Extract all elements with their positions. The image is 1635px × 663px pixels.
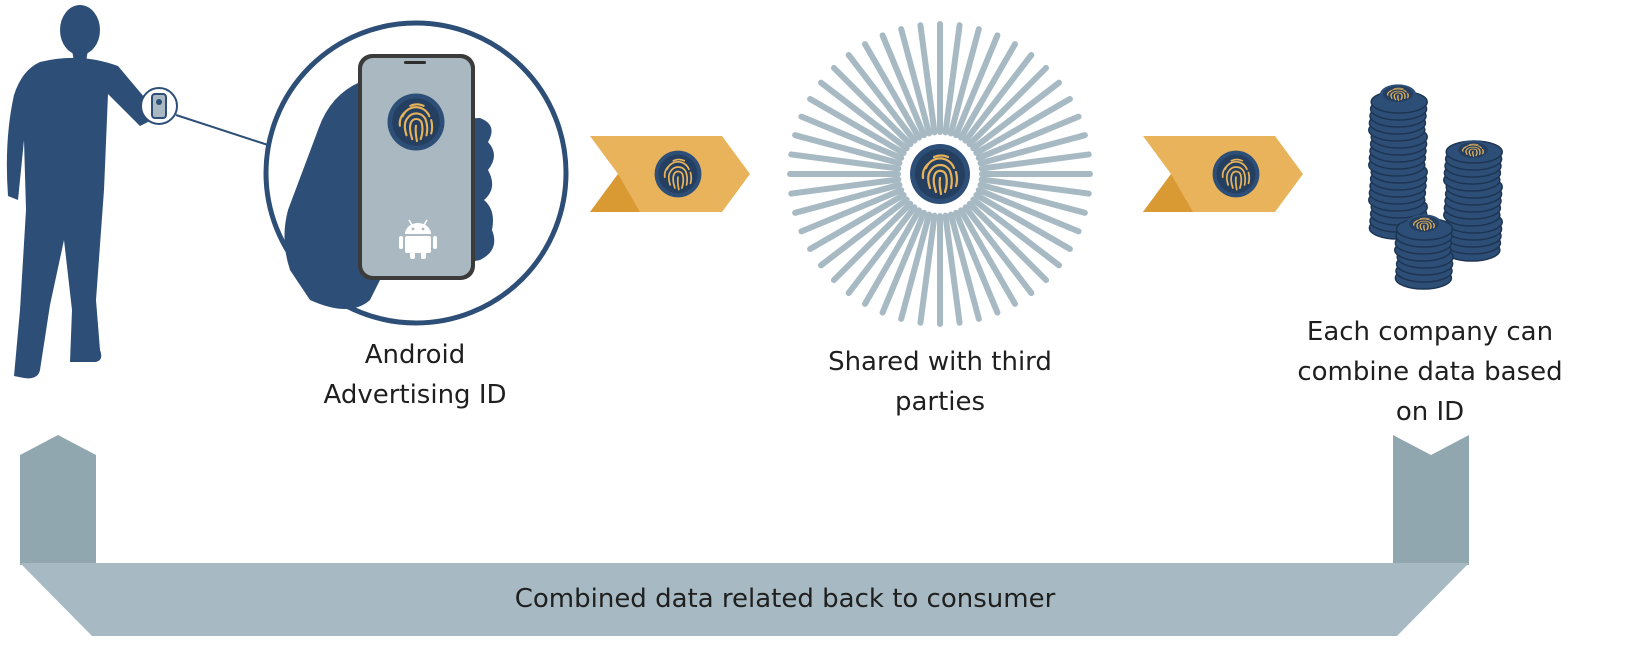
chevron-arrow-icon (590, 136, 750, 212)
burst-ray (973, 96, 1073, 156)
burst-ray (953, 209, 1001, 316)
coin-stack (1394, 213, 1454, 290)
burst-ray (807, 96, 907, 156)
combine-caption: Each company can combine data based on I… (1297, 317, 1563, 427)
burst-ray (792, 181, 903, 216)
burst-ray (953, 32, 1001, 139)
burst-ray (898, 211, 933, 322)
burst-ray (970, 196, 1063, 269)
burst-ray (862, 207, 922, 307)
burst-ray (817, 196, 910, 269)
burst-ray (798, 187, 905, 235)
fingerprint-icon (386, 92, 446, 152)
fingerprint-icon (653, 149, 703, 199)
burst-ray (942, 22, 963, 136)
burst-ray (975, 113, 1082, 161)
burst-ray (807, 192, 907, 252)
fingerprint-icon (1454, 139, 1492, 161)
coin-stacks-icon (1368, 83, 1503, 290)
third-parties-caption: Shared with third parties (828, 347, 1052, 417)
starburst-icon (787, 21, 1093, 327)
burst-ray (898, 26, 933, 137)
burst-ray (830, 64, 914, 148)
burst-ray (962, 51, 1035, 144)
burst-ray (788, 151, 902, 172)
burst-ray (942, 212, 963, 326)
burst-ray (845, 204, 918, 297)
burst-ray (879, 32, 927, 139)
burst-ray (788, 176, 902, 197)
chevron-arrow-icon (1143, 136, 1303, 212)
burst-ray (917, 212, 938, 326)
burst-ray (830, 200, 914, 284)
burst-ray (977, 132, 1088, 167)
burst-ray (917, 22, 938, 136)
burst-ray (978, 151, 1092, 172)
burst-ray (958, 207, 1018, 307)
burst-ray (817, 79, 910, 152)
return-banner (20, 435, 1469, 636)
zoom-connector-line (175, 114, 269, 146)
burst-ray (845, 51, 918, 144)
handheld-phone-icon (140, 87, 178, 125)
zoomed-phone-circle (263, 20, 569, 326)
android-icon (399, 219, 437, 259)
burst-ray (973, 192, 1073, 252)
coin-stack (1443, 139, 1503, 262)
burst-ray (958, 41, 1018, 141)
burst-ray (966, 200, 1050, 284)
person-silhouette-icon (6, 5, 155, 379)
burst-ray (862, 41, 922, 141)
back-to-consumer-caption: Combined data related back to consumer (514, 584, 1056, 614)
burst-ray (975, 187, 1082, 235)
burst-ray (966, 64, 1050, 148)
fingerprint-icon (1405, 213, 1443, 235)
fingerprint-icon (908, 142, 972, 206)
burst-ray (970, 79, 1063, 152)
burst-ray (978, 176, 1092, 197)
burst-ray (879, 209, 927, 316)
fingerprint-icon (1379, 83, 1417, 105)
advertising-id-caption: Android Advertising ID (323, 340, 507, 410)
burst-ray (792, 132, 903, 167)
fingerprint-icon (1211, 149, 1261, 199)
burst-ray (947, 26, 982, 137)
burst-ray (962, 204, 1035, 297)
burst-ray (977, 181, 1088, 216)
burst-ray (798, 113, 905, 161)
coin-stack (1368, 83, 1428, 240)
burst-ray (947, 211, 982, 322)
